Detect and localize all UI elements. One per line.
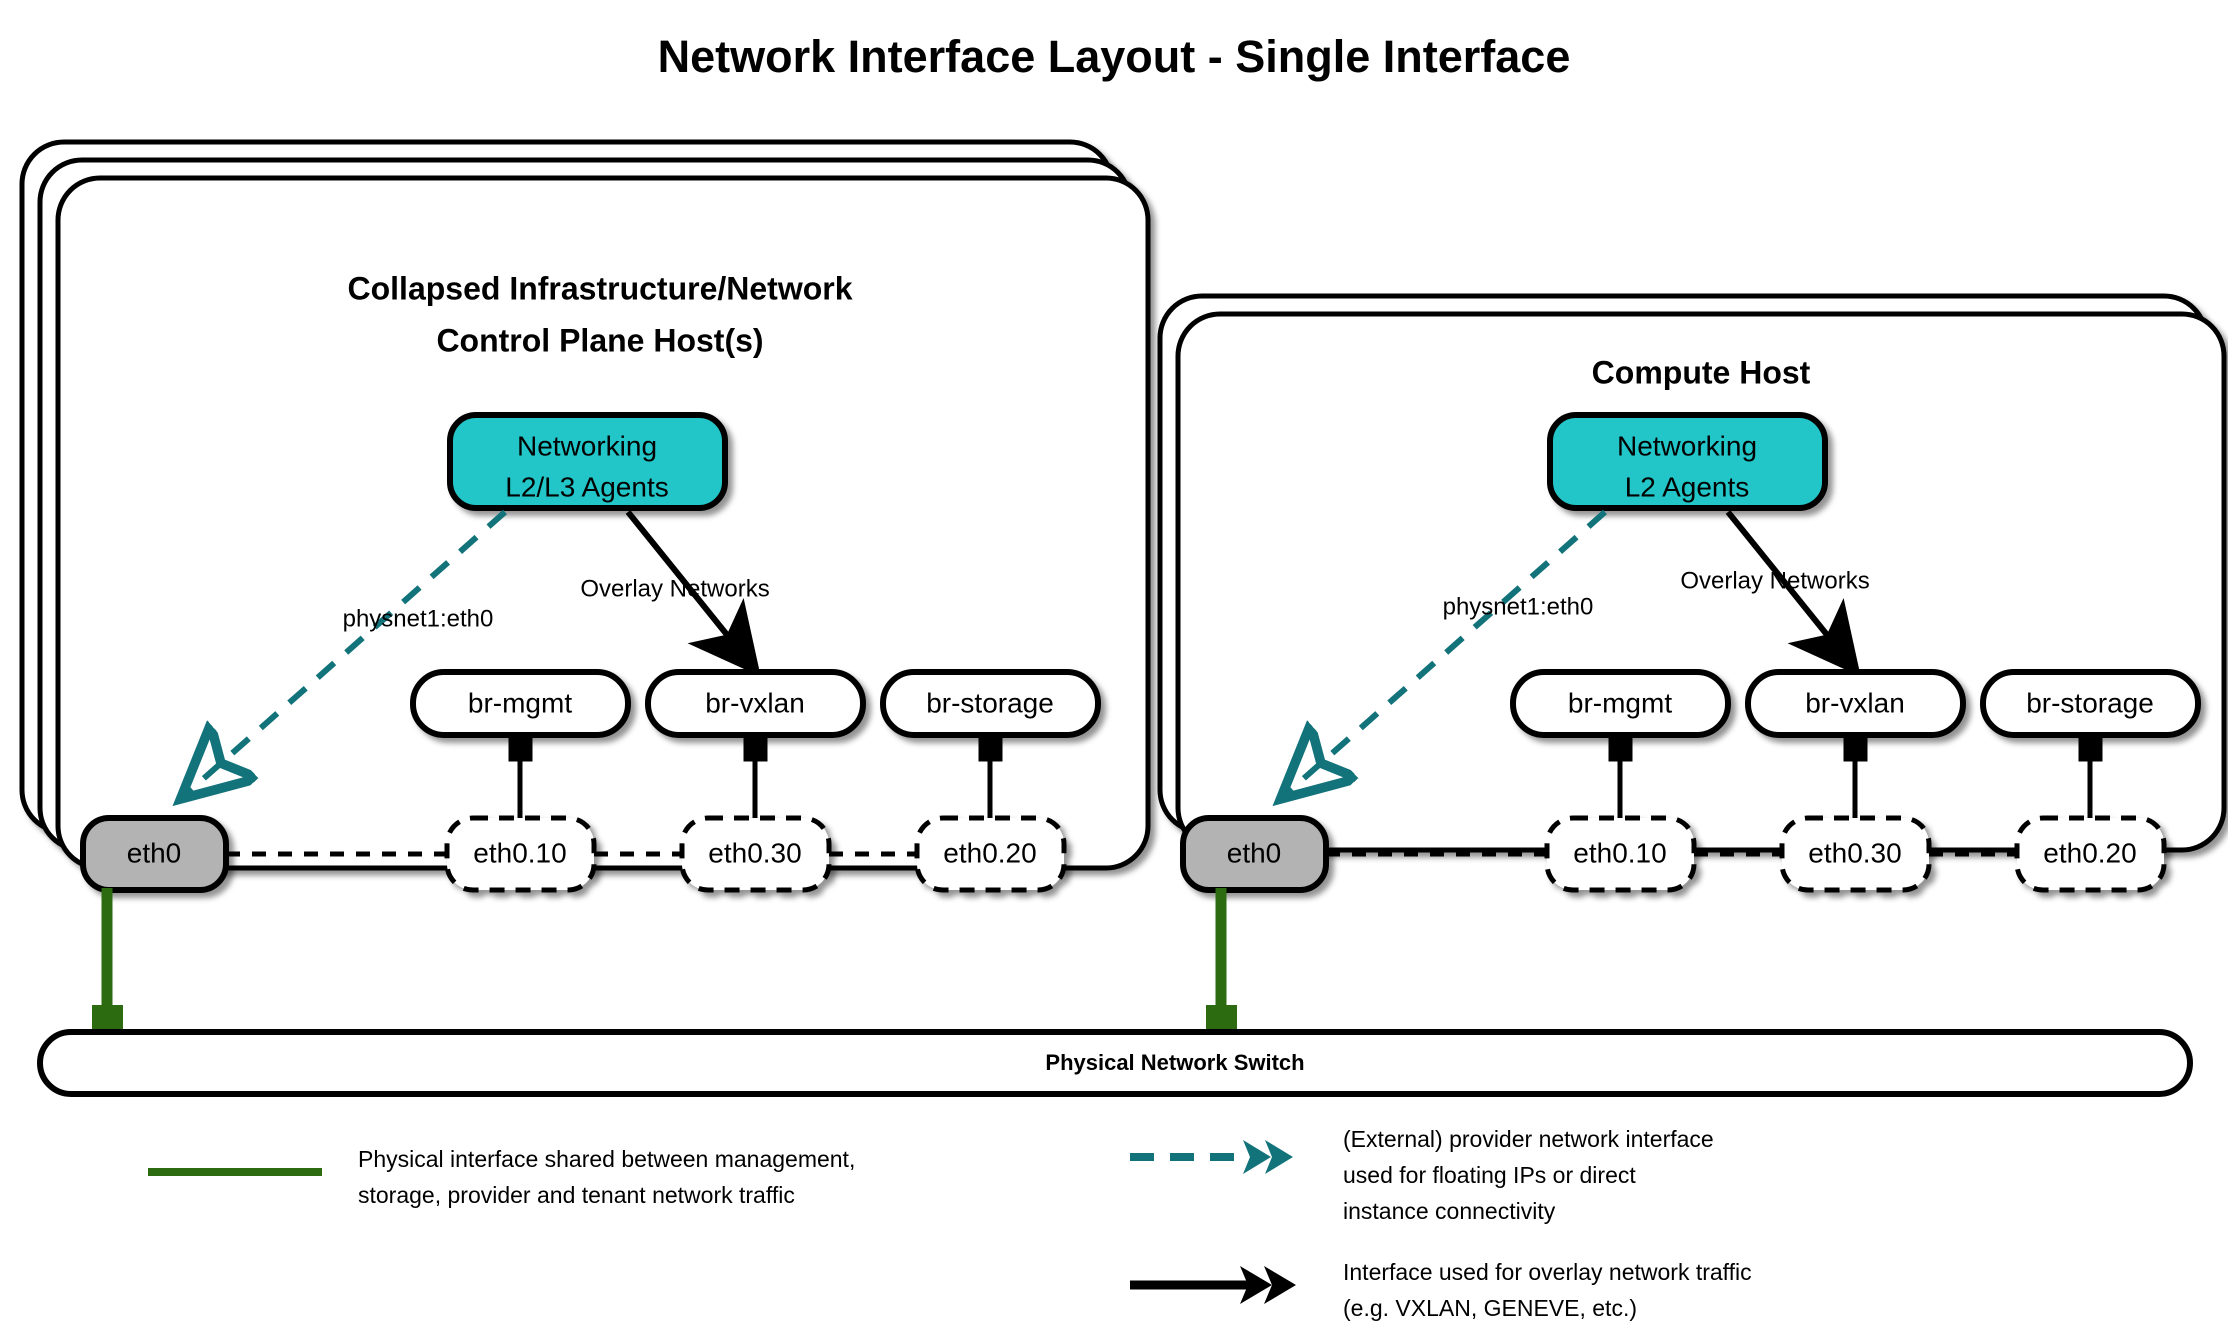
vlan-label: eth0.30	[708, 837, 801, 868]
uplink-control-plane	[92, 888, 123, 1036]
agents-label-line1: Networking	[517, 430, 657, 461]
bridge-node-br-vxlan-compute[interactable]: br-vxlan	[1745, 669, 1966, 738]
host-title-control-plane-line1: Collapsed Infrastructure/Network	[348, 270, 853, 306]
overlay-link-control-plane	[625, 510, 761, 677]
vlan-node-eth0-10-control-plane[interactable]: eth0.10	[444, 815, 597, 893]
legend-item-overlay-interface: Interface used for overlay network traff…	[1130, 1259, 1752, 1321]
vlan-node-eth0-10-compute[interactable]: eth0.10	[1544, 815, 1697, 893]
provider-link-label-control-plane: physnet1:eth0	[343, 605, 494, 632]
host-title-control-plane-line2: Control Plane Host(s)	[436, 322, 763, 358]
nic-node-eth0-control-plane[interactable]: eth0	[80, 815, 229, 893]
legend-line: Interface used for overlay network traff…	[1343, 1259, 1752, 1285]
physical-switch-label: Physical Network Switch	[1045, 1050, 1304, 1075]
vlan-label: eth0.10	[1573, 837, 1666, 868]
host-title-compute: Compute Host	[1592, 354, 1811, 390]
provider-link-control-plane	[185, 509, 507, 795]
bridge-label: br-mgmt	[1568, 687, 1672, 718]
legend-line: storage, provider and tenant network tra…	[358, 1182, 795, 1208]
legend-item-provider-interface: (External) provider network interface us…	[1130, 1126, 1714, 1224]
nic-label: eth0	[1227, 837, 1282, 868]
legend-swatch-black-chevrons	[1240, 1266, 1296, 1304]
overlay-link-label-control-plane: Overlay Networks	[580, 575, 769, 602]
agents-label-line2: L2/L3 Agents	[505, 471, 668, 502]
bridge-node-br-storage-compute[interactable]: br-storage	[1980, 669, 2201, 738]
agents-label-line2: L2 Agents	[1625, 471, 1750, 502]
legend-swatch-teal-chevrons	[1243, 1140, 1293, 1174]
nic-label: eth0	[127, 837, 182, 868]
provider-link-label-compute: physnet1:eth0	[1443, 593, 1594, 620]
bridge-label: br-vxlan	[1805, 687, 1905, 718]
bridge-vlan-stems-control-plane	[508, 732, 1003, 828]
vlan-node-eth0-30-compute[interactable]: eth0.30	[1779, 815, 1932, 893]
vlan-label: eth0.20	[943, 837, 1036, 868]
physical-switch[interactable]: Physical Network Switch	[37, 1029, 2193, 1097]
bridge-label: br-storage	[2026, 687, 2154, 718]
page-title: Network Interface Layout - Single Interf…	[658, 31, 1571, 82]
vlan-node-eth0-20-control-plane[interactable]: eth0.20	[914, 815, 1067, 893]
agents-node-compute[interactable]: Networking L2 Agents	[1547, 412, 1828, 511]
uplink-compute	[1206, 888, 1237, 1036]
agents-node-control-plane[interactable]: Networking L2/L3 Agents	[447, 412, 728, 511]
bridge-label: br-storage	[926, 687, 1054, 718]
nic-node-eth0-compute[interactable]: eth0	[1180, 815, 1329, 893]
legend-line: used for floating IPs or direct	[1343, 1162, 1636, 1188]
bridge-node-br-mgmt-compute[interactable]: br-mgmt	[1510, 669, 1731, 738]
bridge-node-br-vxlan-control-plane[interactable]: br-vxlan	[645, 669, 866, 738]
provider-link-compute	[1285, 509, 1607, 795]
vlan-node-eth0-30-control-plane[interactable]: eth0.30	[679, 815, 832, 893]
vlan-node-eth0-20-compute[interactable]: eth0.20	[2014, 815, 2167, 893]
legend-line: instance connectivity	[1343, 1198, 1556, 1224]
vlan-label: eth0.10	[473, 837, 566, 868]
legend-line: Physical interface shared between manage…	[358, 1146, 855, 1172]
legend-line: (External) provider network interface	[1343, 1126, 1714, 1152]
bridge-node-br-mgmt-control-plane[interactable]: br-mgmt	[410, 669, 631, 738]
bridge-node-br-storage-control-plane[interactable]: br-storage	[880, 669, 1101, 738]
vlan-label: eth0.30	[1808, 837, 1901, 868]
overlay-link-compute	[1725, 510, 1861, 677]
overlay-link-label-compute: Overlay Networks	[1680, 567, 1869, 594]
bridge-vlan-stems-compute	[1608, 732, 2103, 828]
bridge-label: br-mgmt	[468, 687, 572, 718]
vlan-label: eth0.20	[2043, 837, 2136, 868]
bridge-label: br-vxlan	[705, 687, 805, 718]
legend-line: (e.g. VXLAN, GENEVE, etc.)	[1343, 1295, 1637, 1321]
agents-label-line1: Networking	[1617, 430, 1757, 461]
legend-item-physical-interface: Physical interface shared between manage…	[148, 1146, 855, 1208]
